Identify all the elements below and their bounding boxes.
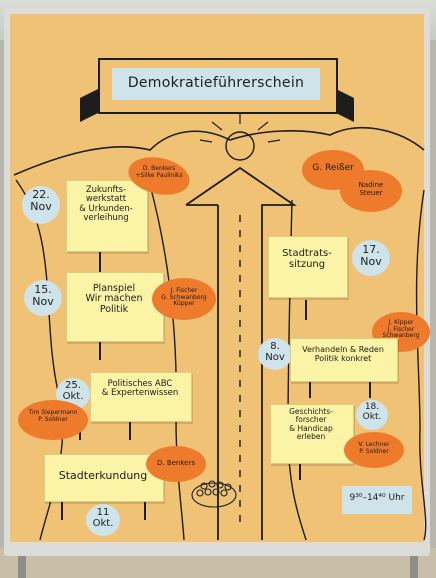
- event-topic: Verhandeln & Reden Politik konkret: [302, 345, 384, 363]
- event-topic: Zukunfts- werkstatt & Urkunden- verleihu…: [79, 185, 133, 224]
- sticky-note: [290, 338, 398, 382]
- event-topic: Politisches ABC & Expertenwissen: [101, 379, 179, 399]
- speaker-oval: [146, 446, 206, 482]
- speaker-name: Nadine Steuer: [358, 181, 384, 197]
- speaker-name: D. Benkers +Silke Pauliniks: [135, 165, 183, 179]
- sticky-note: [268, 236, 348, 298]
- title-banner: Demokratieführerschein: [98, 58, 338, 114]
- speaker-name: Tim Siepermann P. Soldner: [28, 409, 78, 423]
- time-plate: [342, 486, 412, 514]
- crowd-drawing: [191, 480, 237, 508]
- date-label: 22. Nov: [30, 188, 52, 214]
- date-label: 25. Okt.: [62, 380, 84, 402]
- sticky-note: [66, 180, 148, 252]
- event-topic: Geschichts- forscher & Handicap erleben: [289, 407, 333, 441]
- board-leg: [410, 556, 418, 578]
- title-plate: [112, 68, 320, 100]
- board-leg: [18, 556, 26, 578]
- speaker-name: V. Lechner P. Soldner: [358, 441, 390, 455]
- time-label: 9³⁰–14⁴⁰ Uhr: [349, 493, 405, 503]
- speaker-name: D. Benkers: [156, 459, 196, 467]
- event-topic: Stadtrats- sitzung: [282, 248, 332, 270]
- date-circle: [86, 504, 120, 536]
- poster-title: Demokratieführerschein: [127, 75, 305, 91]
- speaker-oval: [152, 278, 216, 320]
- speaker-name: J. Fischer G. Schwanberg Küpper: [161, 287, 207, 308]
- date-label: 8. Nov: [265, 341, 285, 363]
- event-topic: Planspiel Wir machen Politik: [85, 283, 143, 315]
- date-label: 11 Okt.: [92, 507, 114, 529]
- speaker-name: G. Reißer: [312, 163, 354, 173]
- sticky-note: [90, 372, 192, 422]
- speaker-name: J. Kipper J. Fischer Schwanberg: [382, 319, 420, 340]
- date-label: 18. Okt.: [362, 402, 382, 422]
- sun-icon: [199, 114, 281, 161]
- date-circle: [352, 240, 390, 276]
- date-label: 15. Nov: [32, 283, 54, 309]
- road-arrow: [185, 166, 297, 540]
- date-circle: [258, 338, 292, 370]
- speaker-oval: [340, 170, 402, 212]
- right-path-outer: [415, 189, 427, 541]
- sticky-note: [44, 454, 164, 502]
- date-circle: [356, 400, 388, 430]
- event-topic: Stadterkundung: [58, 469, 148, 482]
- date-circle: [24, 280, 62, 316]
- sticky-note: [66, 272, 164, 342]
- sticky-note: [270, 404, 354, 464]
- speaker-oval: [18, 400, 88, 440]
- speaker-oval: [344, 432, 404, 468]
- date-label: 17. Nov: [360, 243, 382, 269]
- date-circle: [22, 186, 60, 224]
- hills: [13, 127, 425, 176]
